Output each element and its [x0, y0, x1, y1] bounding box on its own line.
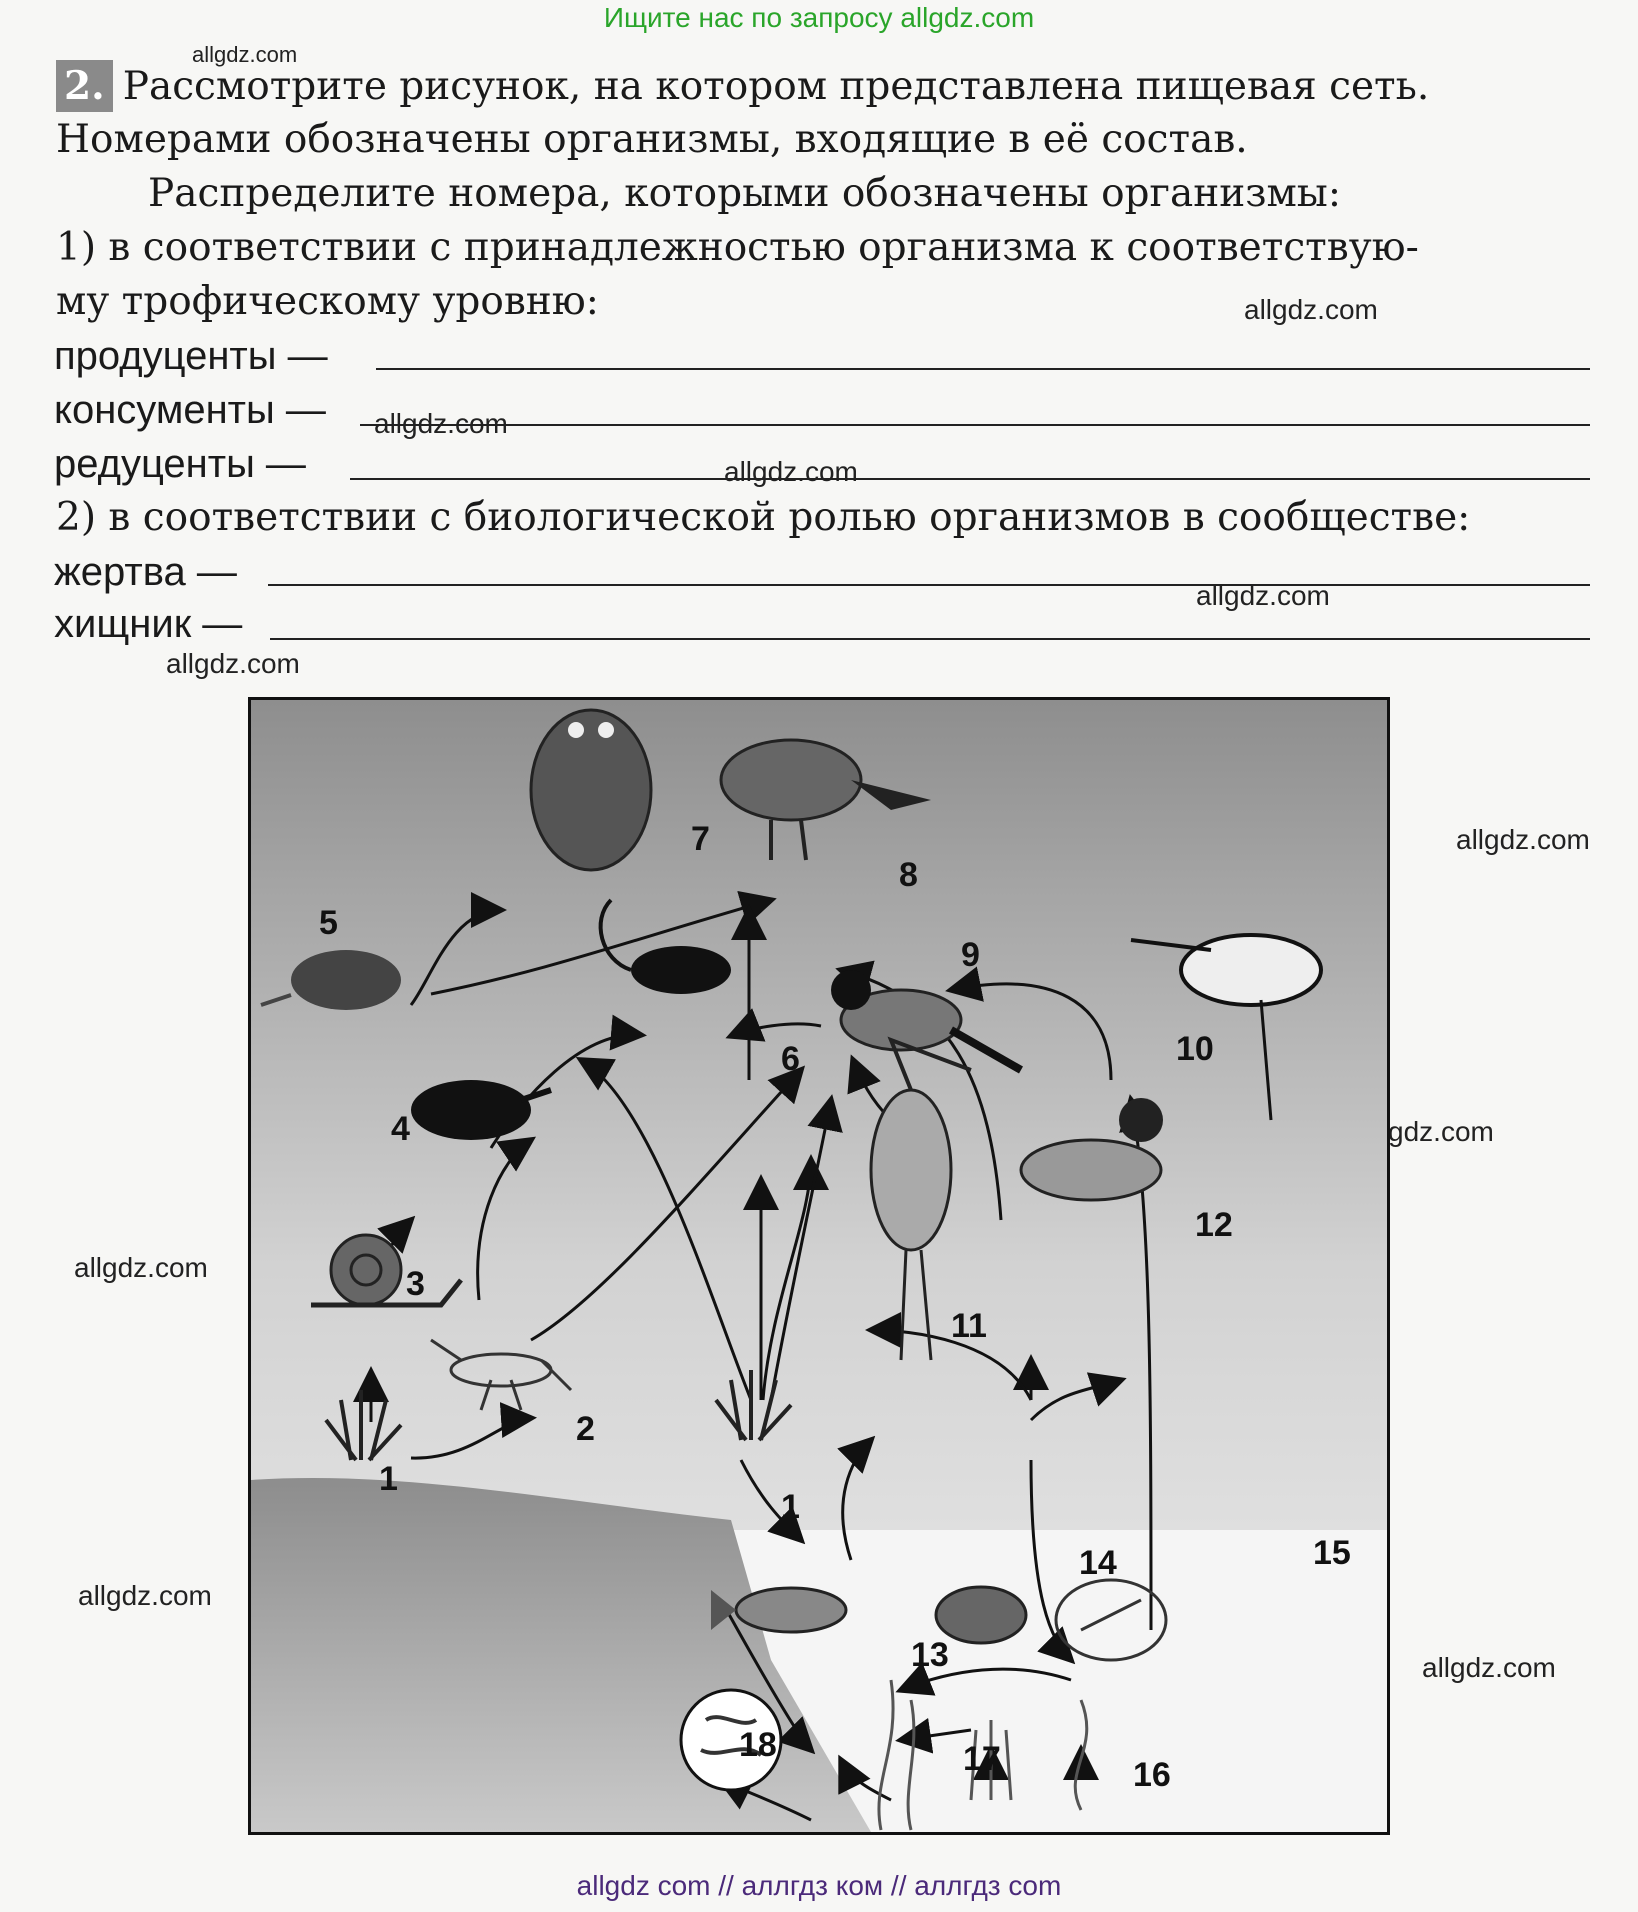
- task-number: 2.: [56, 60, 113, 112]
- label-13: 13: [911, 1636, 949, 1674]
- organism-bunting-9: [831, 970, 1023, 1074]
- organism-snail-3: [311, 1233, 463, 1308]
- organism-algae-16: [969, 1699, 1089, 1811]
- label-9: 9: [961, 936, 980, 974]
- label-1: 1: [379, 1460, 398, 1498]
- question-2: 2) в соответствии с биологической ролью …: [56, 495, 1471, 540]
- bottom-banner[interactable]: allgdz com // аллгдз ком // аллгдз com: [576, 1870, 1062, 1901]
- label-5: 5: [319, 904, 338, 942]
- label-14: 14: [1079, 1544, 1117, 1582]
- prey-answer-line[interactable]: [268, 584, 1590, 586]
- organism-grasshopper-2: [430, 1338, 573, 1411]
- organism-falcon-8: [719, 738, 931, 861]
- producers-answer-line[interactable]: [376, 368, 1590, 370]
- label-7: 7: [691, 820, 710, 858]
- food-web-svg: 1 1 2 3 4 5 6 7 8 9 10 11 12 13 14 15 16…: [251, 700, 1387, 1832]
- label-10: 10: [1176, 1030, 1214, 1068]
- consumers-label: консументы —: [54, 388, 326, 432]
- task-intro-line2: Номерами обозначены организмы, входящие …: [56, 117, 1248, 162]
- label-11: 11: [951, 1307, 987, 1345]
- organism-grass-1: [324, 1390, 403, 1462]
- decomposers-answer-line[interactable]: [350, 478, 1590, 480]
- watermark: allgdz.com: [724, 456, 858, 487]
- label-15: 15: [1313, 1534, 1351, 1572]
- task-distribute: Распределите номера, которыми обозначены…: [148, 171, 1341, 216]
- label-12: 12: [1195, 1206, 1233, 1244]
- watermark: allgdz.com: [1456, 824, 1590, 855]
- organism-owl-7: [529, 708, 653, 872]
- label-18: 18: [739, 1726, 777, 1764]
- watermark: allgdz.com: [166, 648, 300, 679]
- prey-label: жертва —: [54, 550, 237, 594]
- watermark: allgdz.com: [78, 1580, 212, 1611]
- label-17: 17: [963, 1740, 1001, 1778]
- watermark: allgdz.com: [1422, 1652, 1556, 1683]
- label-1b: 1: [781, 1488, 800, 1526]
- food-web-figure: 1 1 2 3 4 5 6 7 8 9 10 11 12 13 14 15 16…: [248, 697, 1390, 1835]
- consumers-answer-line[interactable]: [360, 424, 1590, 426]
- organism-grass-1b: [714, 1370, 793, 1442]
- organism-shrew-5: [260, 950, 401, 1010]
- watermark: allgdz.com: [74, 1252, 208, 1283]
- decomposers-label: редуценты —: [54, 442, 306, 486]
- organism-fish-13: [711, 1586, 848, 1634]
- organism-duck-12: [1019, 1098, 1163, 1202]
- question-1-line1: 1) в соответствии с принадлежностью орга…: [56, 225, 1419, 270]
- organism-avocet-10: [1130, 933, 1323, 1121]
- predator-label: хищник —: [54, 602, 243, 646]
- question-1-line2: му трофическому уровню:: [56, 279, 599, 324]
- task-intro-line1: 2.Рассмотрите рисунок, на котором предст…: [56, 60, 1429, 113]
- label-6: 6: [781, 1040, 800, 1078]
- organism-bacteria-18: [679, 1688, 783, 1792]
- task-intro-text: Рассмотрите рисунок, на котором представ…: [122, 64, 1430, 109]
- organism-mole-4: [411, 1080, 552, 1140]
- watermark: allgdz.com: [374, 408, 508, 439]
- organism-heron-11: [869, 1036, 972, 1361]
- label-4: 4: [391, 1110, 410, 1148]
- organism-pond-snail-14: [934, 1585, 1028, 1645]
- top-banner[interactable]: Ищите нас по запросу allgdz.com: [603, 2, 1035, 33]
- label-2: 2: [576, 1410, 595, 1448]
- watermark: allgdz.com: [1244, 294, 1378, 325]
- label-3: 3: [406, 1265, 425, 1303]
- watermark: allgdz.com: [192, 42, 298, 67]
- producers-label: продуценты —: [54, 334, 328, 378]
- label-16: 16: [1133, 1756, 1171, 1794]
- label-8: 8: [899, 856, 918, 894]
- predator-answer-line[interactable]: [270, 638, 1590, 640]
- organism-plankton-15: [1054, 1578, 1168, 1662]
- organism-rat-6: [598, 898, 731, 994]
- organism-waterweed-17: [877, 1679, 916, 1831]
